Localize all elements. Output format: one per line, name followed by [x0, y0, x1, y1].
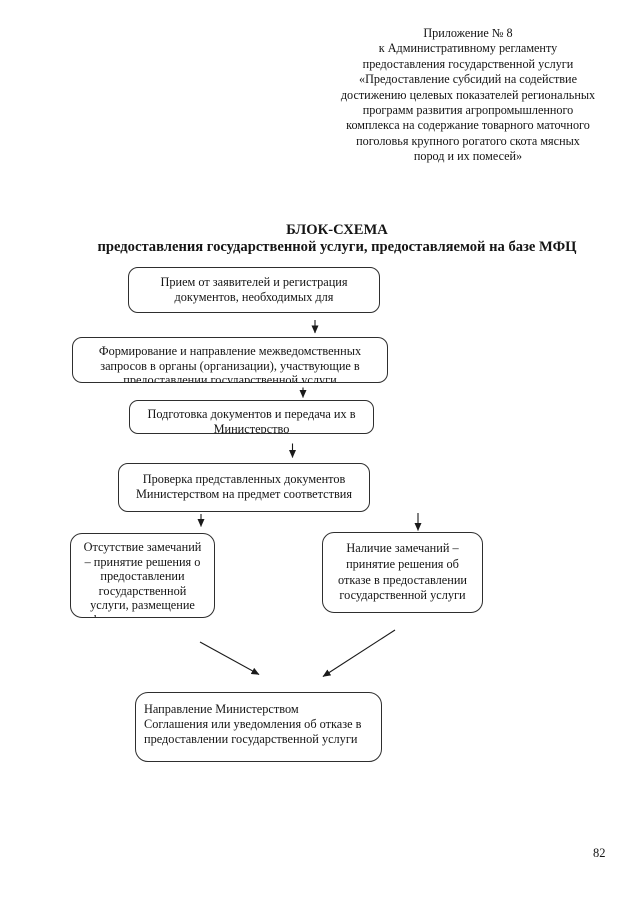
- flowchart-node-document-preparation: Подготовка документов и передача их в Ми…: [129, 400, 374, 434]
- flowchart-title: БЛОК-СХЕМА предоставления государственно…: [34, 221, 640, 256]
- flowchart-title-line1: БЛОК-СХЕМА: [286, 222, 388, 238]
- flowchart-node-document-check: Проверка представленных документов Минис…: [118, 463, 370, 512]
- arrow-no-remarks-to-final: [199, 641, 260, 675]
- flowchart-node-interagency-requests: Формирование и направление межведомствен…: [72, 337, 388, 383]
- appendix-header: Приложение № 8 к Административному регла…: [340, 26, 596, 164]
- flowchart-title-line2: предоставления государственной услуги, п…: [97, 239, 577, 255]
- arrow-remarks-to-final: [322, 629, 396, 677]
- page-number: 82: [593, 846, 606, 860]
- flowchart-node-final-notification: Направление Министерством Соглашения или…: [135, 692, 382, 762]
- flowchart-node-no-remarks-decision: Отсутствие замечаний – принятие решения …: [70, 533, 215, 618]
- flowchart-node-reception: Прием от заявителей и регистрация докуме…: [128, 267, 380, 313]
- flowchart-node-remarks-refusal-decision: Наличие замечаний – принятие решения об …: [322, 532, 483, 613]
